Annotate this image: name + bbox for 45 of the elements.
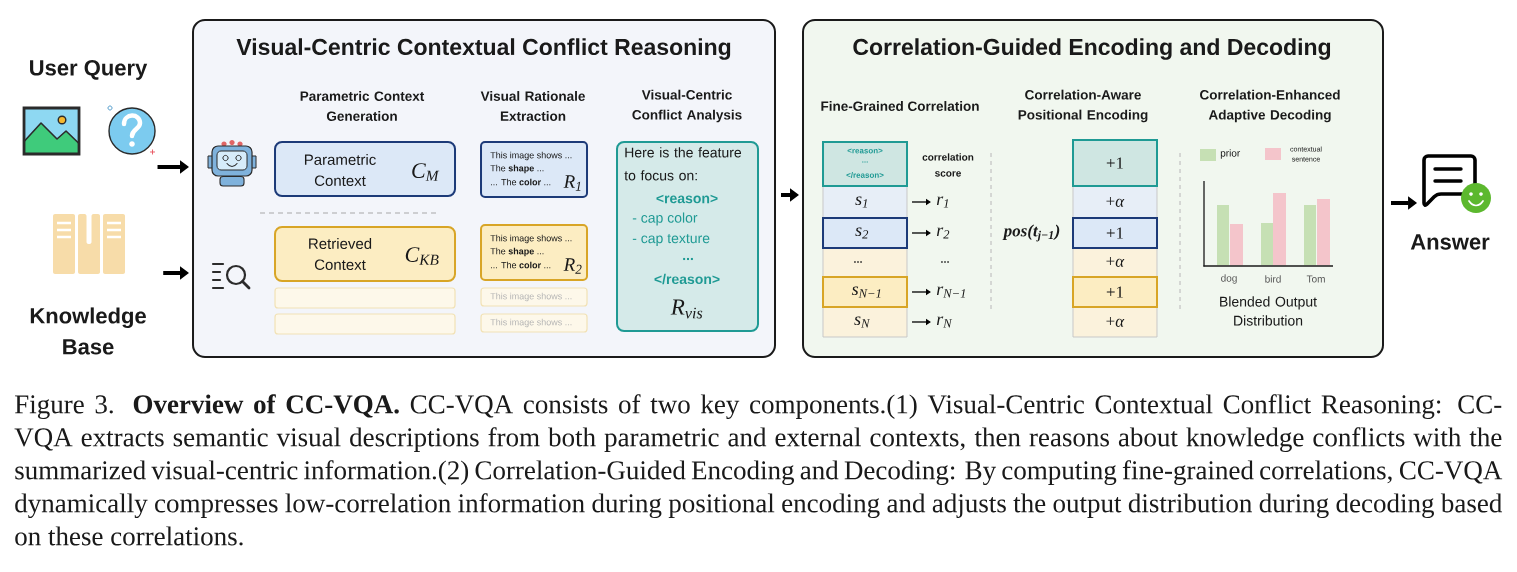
sentence-cell: ... <box>822 247 908 278</box>
score-label: r$_{1}$ <box>936 196 949 208</box>
input-label: User Query <box>30 60 148 80</box>
placeholder-box <box>274 287 456 309</box>
position-cell: +α <box>1072 185 1158 219</box>
score-label: r$_{N}$ <box>936 316 953 328</box>
score-label: r$_{N−1}$ <box>936 286 966 298</box>
category-label: Tom <box>1306 275 1325 283</box>
ellipsis: ... <box>941 261 949 263</box>
position-label: pos(t$_{j−1}$) <box>1002 224 1060 242</box>
reasoning-box: Here is the feature to focus on: <reason> - cap color - cap texture ... </reason> R$_{vis}$ <box>616 141 759 332</box>
input-label: Knowledge Base <box>30 307 146 355</box>
column-heading: Correlation-Enhanced Adaptive Decoding <box>1200 89 1340 123</box>
sentence-cell: s$_{N}$ <box>822 306 908 338</box>
position-cell: +α <box>1072 247 1158 278</box>
position-cell: +1 <box>1072 139 1158 187</box>
rationale-box: This image shows ... The shape ... ... The color ... R$_{2}$ <box>480 224 588 281</box>
context-box: Parametric Context C$_{M}$ <box>274 141 456 197</box>
column-heading: Visual Rationale Extraction <box>480 91 585 121</box>
rationale-box: This image shows ... <box>480 287 588 307</box>
score-label: r$_{2}$ <box>936 227 950 239</box>
category-label: dog <box>1221 274 1237 284</box>
figure-caption: Figure 3. Overview of CC-VQA. CC-VQA consists of two key components.(1) Visual-Centric Contextual Conflict Reasoning: CC-VQA extracts semantic visual descriptions from both parametric and external contexts, then reasons about knowledge conflicts with the summarized visual-centric information.(2) Correlation-Guided Encoding and Decoding: By computing fine-grained correlations, CC-VQA dynamically compresses low-correlation information during positional encoding and adjusts the output distribution during decoding based on these correlations. <box>14 394 1503 546</box>
legend-label: prior <box>1220 149 1241 159</box>
column-heading: Visual-Centric Conflict Analysis <box>632 89 742 123</box>
placeholder-box <box>274 313 456 335</box>
rationale-box: This image shows ... <box>480 313 588 333</box>
position-cell: +1 <box>1072 276 1158 308</box>
category-label: bird <box>1265 275 1281 283</box>
sentence-cell: s$_{N−1}$ <box>822 276 908 308</box>
sentence-cell: s$_{1}$ <box>822 185 908 219</box>
position-cell: +1 <box>1072 217 1158 249</box>
rationale-box: This image shows ... The shape ... ... The color ... R$_{1}$ <box>480 141 588 198</box>
column-heading: Parametric Context Generation <box>300 91 425 121</box>
column-heading: Fine-Grained Correlation <box>821 101 979 111</box>
panel-title: Visual-Centric Contextual Conflict Reasoning <box>236 38 731 60</box>
column-heading: Correlation-Aware Positional Encoding <box>1018 89 1148 123</box>
chart-caption: Blended Output Distribution <box>1220 296 1317 326</box>
sentence-cell: s$_{2}$ <box>822 217 908 249</box>
output-label: Answer <box>1410 234 1490 250</box>
column-heading: correlation score <box>922 153 974 177</box>
reason-cell: <reason> ... </reason> <box>822 141 908 187</box>
context-box: Retrieved Context C$_{KB}$ <box>274 226 456 282</box>
position-cell: +α <box>1072 306 1158 338</box>
panel-title: Correlation-Guided Encoding and Decoding <box>853 38 1331 60</box>
